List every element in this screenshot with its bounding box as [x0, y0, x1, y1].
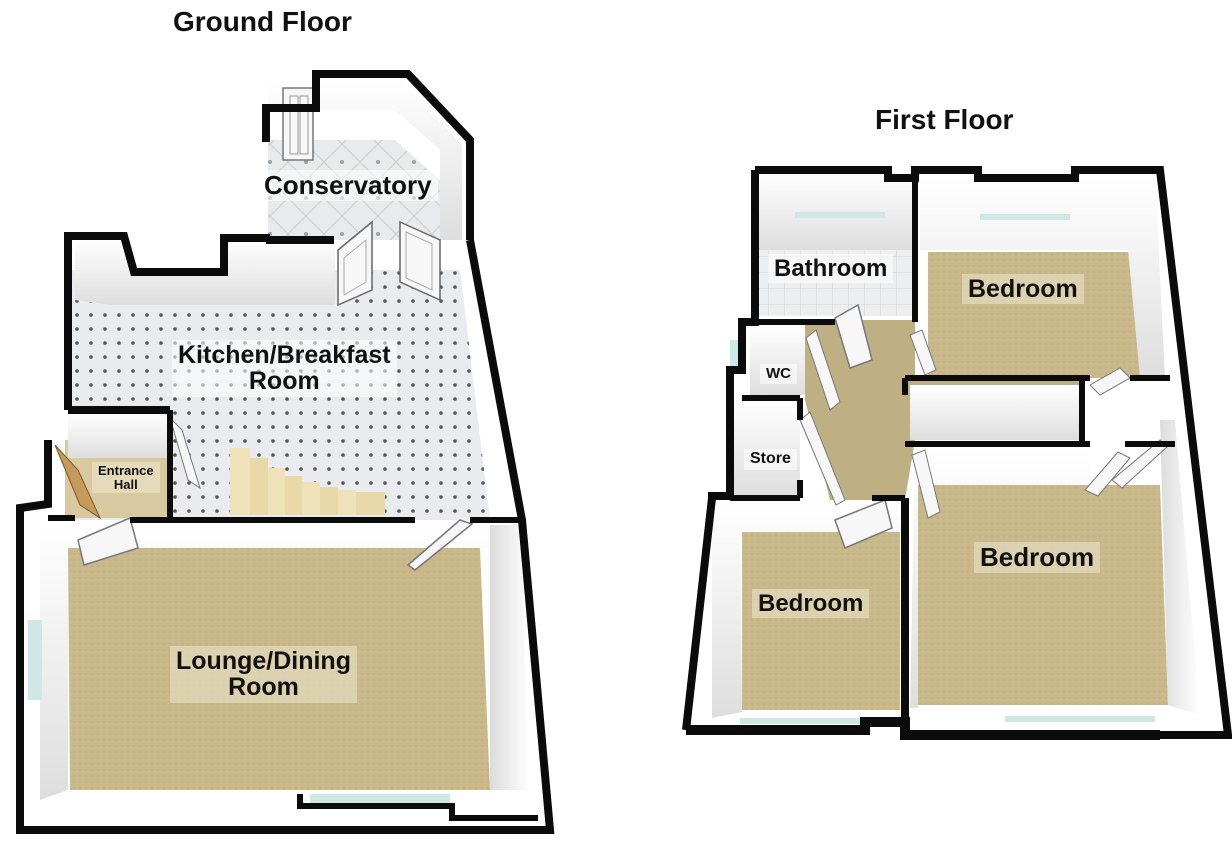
bedroom-top-right-floor: [928, 252, 1148, 378]
lounge-label: Lounge/Dining Room: [170, 646, 357, 703]
wc-door[interactable]: [805, 329, 841, 411]
french-door-left[interactable]: [337, 220, 373, 307]
bedroom-bottom-right-window: [1005, 716, 1155, 722]
store-floor: [732, 400, 800, 495]
first-outer-walls: [682, 166, 1232, 740]
kitchen-label-line2: Room: [248, 367, 320, 396]
bathroom-window: [795, 212, 885, 218]
conservatory-wall-face: [268, 80, 462, 240]
wc-label: WC: [760, 364, 797, 384]
ground-stairs: [230, 448, 385, 515]
first-floor-title: First Floor: [875, 104, 1014, 135]
lounge-door-right[interactable]: [406, 519, 474, 571]
bedroom-top-right-window: [980, 214, 1070, 220]
airing-cupboard: [910, 385, 1080, 440]
kitchen-wall-face: [75, 238, 335, 305]
entrance-hall-wall-face: [68, 414, 170, 458]
lounge-label-line1: Lounge/Dining: [176, 647, 351, 675]
entrance-hall-label-line1: Entrance: [98, 463, 154, 478]
conservatory-label: Conservatory: [258, 170, 438, 202]
lounge-label-line2: Room: [228, 673, 299, 702]
store-label: Store: [744, 449, 797, 470]
wc-floor: [750, 325, 805, 395]
ground-floor-plan: [16, 70, 555, 834]
lounge-window-side: [28, 620, 42, 700]
store-door[interactable]: [799, 411, 846, 506]
bedroom-bottom-left-door[interactable]: [834, 498, 893, 550]
ground-floor-title: Ground Floor: [173, 6, 352, 37]
bedroom-bottom-right-door-a[interactable]: [911, 449, 941, 519]
entrance-hall-label-line2: Hall: [113, 476, 138, 492]
bedroom-top-right-wall-face: [920, 176, 1165, 378]
bathroom-door[interactable]: [834, 303, 873, 369]
kitchen-label: Kitchen/Breakfast Room: [172, 340, 397, 397]
entrance-door[interactable]: [54, 444, 102, 520]
bedroom-bottom-right-door-b[interactable]: [1084, 451, 1131, 497]
lounge-door-left[interactable]: [77, 516, 139, 566]
bedroom-bottom-left-window: [740, 718, 865, 724]
bedroom-top-right-door[interactable]: [909, 329, 937, 376]
lounge-window-bottom: [310, 794, 450, 804]
bedroom-bottom-right-label: Bedroom: [974, 542, 1101, 574]
hall-kitchen-door[interactable]: [169, 417, 201, 490]
first-floor-plan: [682, 166, 1232, 740]
wc-window: [730, 340, 740, 372]
bedroom-bottom-left-label: Bedroom: [752, 589, 870, 619]
entrance-hall-label: Entrance Hall: [92, 462, 160, 494]
bathroom-label: Bathroom: [768, 254, 894, 284]
ground-outer-walls: [16, 70, 555, 834]
bathroom-wall-face: [758, 172, 912, 250]
bedroom-bottom-left-floor: [742, 530, 900, 710]
kitchen-label-line1: Kitchen/Breakfast: [178, 341, 391, 369]
bedroom-bottom-right-floor: [918, 485, 1168, 705]
french-door-right[interactable]: [399, 220, 441, 302]
bedroom-top-right-label: Bedroom: [962, 274, 1084, 305]
